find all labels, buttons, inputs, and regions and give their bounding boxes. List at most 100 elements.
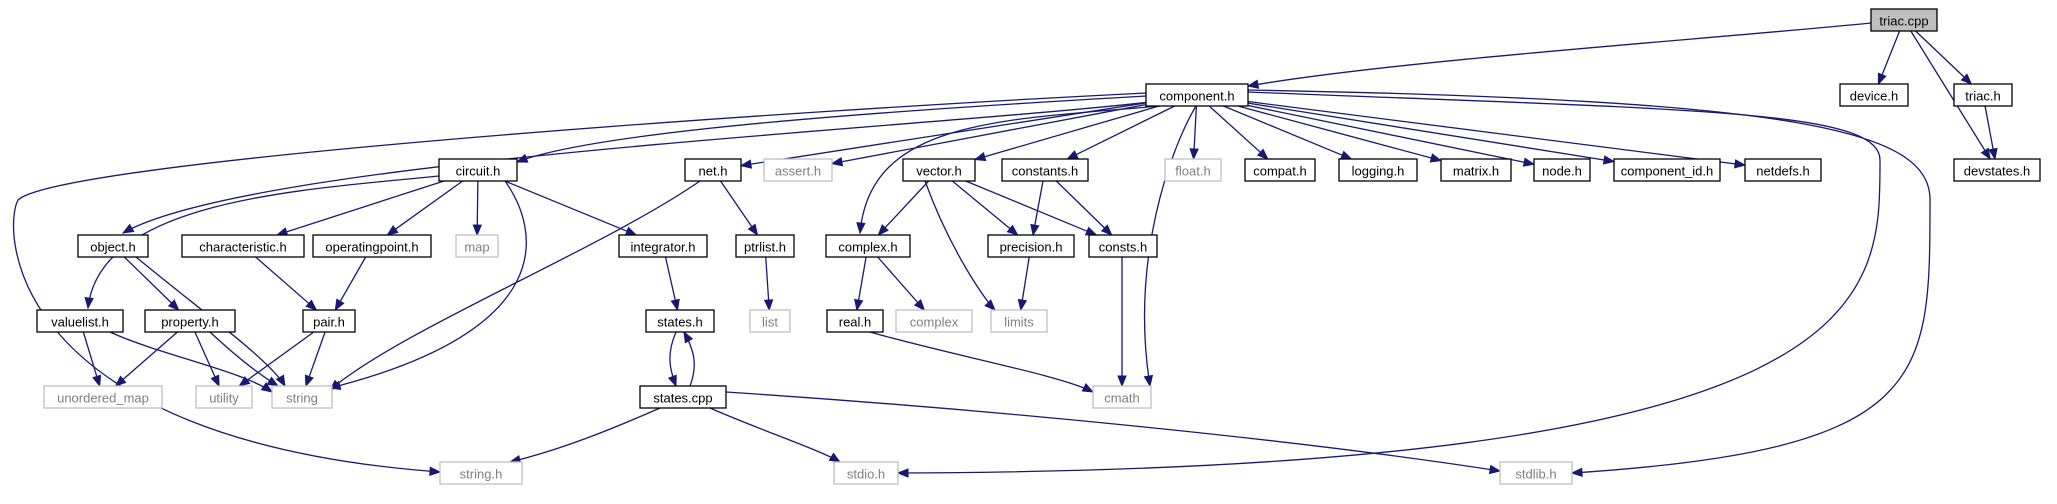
node-states-cpp[interactable]: states.cpp: [639, 385, 727, 409]
arrowhead: [266, 376, 280, 387]
arrowhead: [275, 374, 286, 388]
arrowhead: [429, 466, 442, 476]
edge-component_h-to-constants_h: [1066, 105, 1175, 160]
arrowhead: [1189, 148, 1199, 161]
arrowhead: [984, 299, 996, 311]
arrowhead: [1081, 382, 1095, 393]
node-real-h[interactable]: real.h: [826, 309, 884, 333]
edge-line: [897, 91, 1881, 474]
node-consts-h[interactable]: consts.h: [1088, 234, 1158, 258]
nodes-layer: triac.cpp component.h device.h triac.h devst…: [36, 8, 2041, 485]
node-string-h: string.h: [439, 461, 523, 485]
node-label: stdio.h: [847, 467, 885, 482]
edge-states_h-to-states_cpp: [667, 331, 677, 388]
edge-triac_cpp-to-triac_h: [1915, 30, 1973, 85]
node-label: device.h: [1850, 89, 1898, 104]
node-utility: utility: [195, 385, 253, 409]
node-net-h[interactable]: net.h: [684, 158, 742, 182]
edge-line: [1881, 30, 1901, 75]
node-label: netdefs.h: [1756, 164, 1810, 179]
node-component-id-h[interactable]: component_id.h: [1613, 158, 1721, 182]
edge-line: [12, 92, 1147, 473]
edge-line: [1055, 180, 1106, 229]
node-triac-cpp[interactable]: triac.cpp: [1870, 8, 1938, 32]
node-box: [825, 234, 911, 258]
node-vector-h[interactable]: vector.h: [902, 158, 976, 182]
node-label: matrix.h: [1453, 164, 1499, 179]
arrowhead: [114, 375, 127, 387]
arrowhead: [1522, 157, 1536, 167]
arrowhead: [896, 468, 909, 478]
node-ptrlist-h[interactable]: ptrlist.h: [735, 234, 795, 258]
node-operatingpoint-h[interactable]: operatingpoint.h: [312, 234, 432, 258]
node-label: component_id.h: [1621, 164, 1714, 179]
node-label: property.h: [161, 315, 219, 330]
node-pair-h[interactable]: pair.h: [302, 309, 356, 333]
node-device-h[interactable]: device.h: [1839, 83, 1909, 107]
node-label: complex.h: [838, 240, 897, 255]
node-box: [144, 309, 236, 333]
arrowhead: [1960, 73, 1973, 85]
node-float-h: float.h: [1164, 158, 1222, 182]
arrowhead: [1980, 147, 1991, 161]
node-integrator-h[interactable]: integrator.h: [618, 234, 708, 258]
arrowhead: [877, 224, 889, 236]
edge-operatingpoint_h-to-pair_h: [334, 256, 367, 312]
edge-component_h-to-object_h: [121, 101, 1151, 234]
edge-states_cpp-to-stdio_h: [709, 407, 842, 463]
edge-circuit_h-to-string: [328, 180, 527, 391]
node-box: [833, 461, 899, 485]
node-constants-h[interactable]: constants.h: [1001, 158, 1089, 182]
edge-component_h-to-logging_h: [1223, 105, 1353, 160]
edge-line: [857, 256, 867, 301]
node-matrix-h[interactable]: matrix.h: [1440, 158, 1512, 182]
node-map: map: [455, 234, 499, 258]
edge-states_cpp-to-string_h: [508, 407, 661, 465]
node-box: [902, 158, 976, 182]
node-logging-h[interactable]: logging.h: [1338, 158, 1418, 182]
node-triac-h[interactable]: triac.h: [1953, 83, 2013, 107]
edge-vector_h-to-precision_h: [951, 180, 1019, 236]
node-property-h[interactable]: property.h: [144, 309, 236, 333]
node-box: [1533, 158, 1591, 182]
node-box: [1088, 234, 1158, 258]
node-box: [302, 309, 356, 333]
node-compat-h[interactable]: compat.h: [1244, 158, 1316, 182]
node-box: [77, 234, 149, 258]
node-box: [181, 234, 305, 258]
arrowhead: [1488, 464, 1502, 475]
node-label: vector.h: [916, 164, 962, 179]
node-box: [735, 234, 795, 258]
arrowhead: [1066, 150, 1079, 160]
node-node-h[interactable]: node.h: [1533, 158, 1591, 182]
edge-complex_h-to-complex: [877, 256, 926, 312]
node-netdefs-h[interactable]: netdefs.h: [1744, 158, 1822, 182]
arrowhead: [973, 152, 987, 162]
node-label: triac.h: [1965, 89, 2000, 104]
node-label: assert.h: [775, 164, 821, 179]
node-complex-h[interactable]: complex.h: [825, 234, 911, 258]
edge-line: [109, 331, 273, 393]
node-precision-h[interactable]: precision.h: [987, 234, 1075, 258]
edge-real_h-to-cmath: [869, 331, 1095, 393]
node-label: component.h: [1159, 89, 1234, 104]
node-object-h[interactable]: object.h: [77, 234, 149, 258]
edge-net_h-to-ptrlist_h: [719, 180, 759, 237]
arrowhead: [1246, 79, 1260, 89]
node-circuit-h[interactable]: circuit.h: [438, 158, 518, 182]
node-limits: limits: [990, 309, 1048, 333]
node-devstates-h[interactable]: devstates.h: [1953, 158, 2041, 182]
node-box: [1164, 158, 1222, 182]
edge-line: [1223, 105, 1343, 156]
node-label: float.h: [1175, 164, 1210, 179]
node-valuelist-h[interactable]: valuelist.h: [36, 309, 124, 333]
node-characteristic-h[interactable]: characteristic.h: [181, 234, 305, 258]
edge-property_h-to-string: [209, 331, 280, 387]
arrowhead: [624, 226, 638, 236]
node-states-h[interactable]: states.h: [645, 309, 715, 333]
node-box: [455, 234, 499, 258]
node-label: states.cpp: [653, 391, 712, 406]
edge-precision_h-to-limits: [1017, 256, 1030, 312]
node-component-h[interactable]: component.h: [1145, 83, 1249, 107]
node-label: pair.h: [313, 315, 345, 330]
